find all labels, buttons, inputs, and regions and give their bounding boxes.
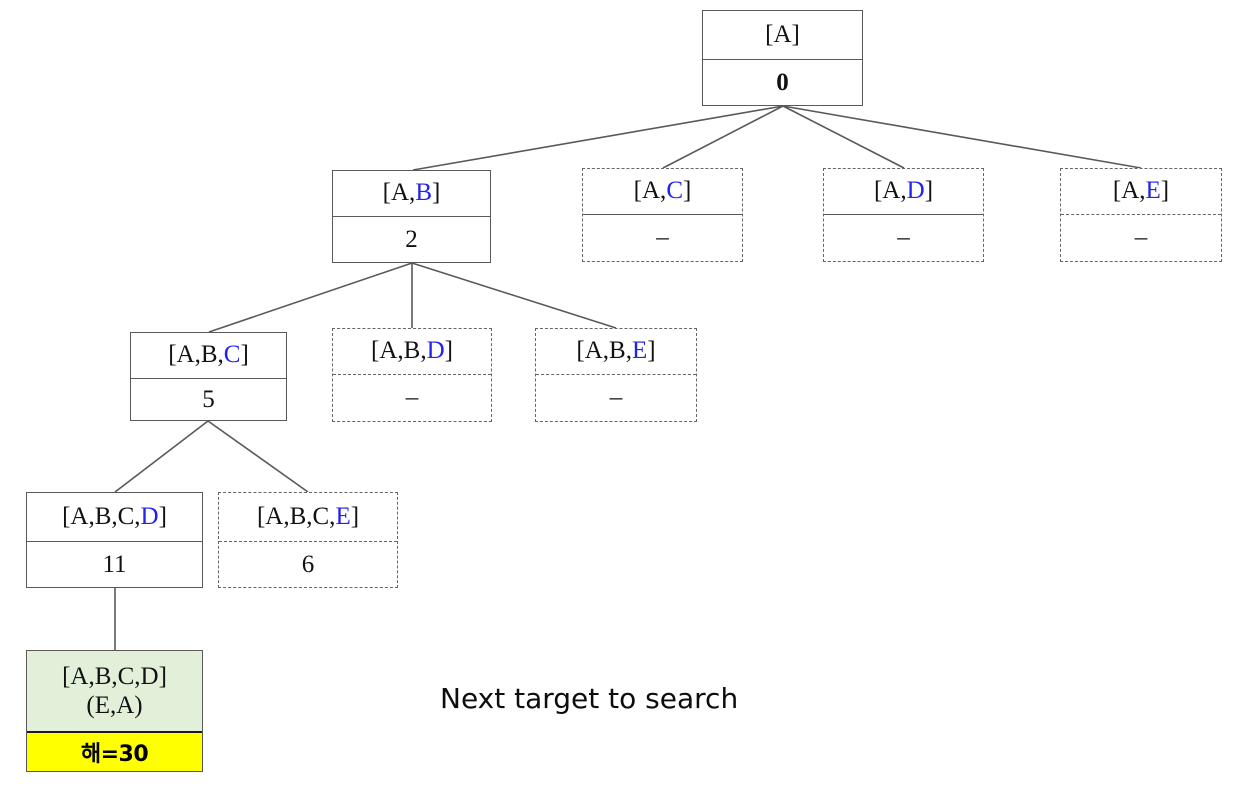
node-label-prefix: [A, bbox=[633, 177, 667, 205]
node-label-prefix: [A, bbox=[873, 177, 907, 205]
node-value-abcd: 11 bbox=[27, 541, 202, 587]
node-label-new-letter: C bbox=[666, 177, 683, 205]
node-label-root: [A] bbox=[703, 11, 862, 59]
tree-node-ad: [A,D]– bbox=[823, 168, 984, 262]
node-label-new-letter: D bbox=[906, 177, 925, 205]
node-label-new-letter: D bbox=[426, 337, 445, 365]
node-label-suffix: ] bbox=[791, 20, 800, 48]
tree-node-ab: [A,B]2 bbox=[332, 170, 491, 263]
solution-path: [A,B,C,D](E,A) bbox=[27, 651, 202, 731]
node-label-new-letter: B bbox=[415, 179, 432, 207]
node-label-ac: [A,C] bbox=[583, 169, 742, 214]
node-label-prefix: [A,B, bbox=[371, 337, 427, 365]
node-value-root: 0 bbox=[703, 59, 862, 105]
node-label-prefix: [A, bbox=[382, 179, 416, 207]
node-label-ab: [A,B] bbox=[333, 171, 490, 216]
node-label-suffix: ] bbox=[1160, 177, 1170, 205]
edge-root-to-ac bbox=[662, 105, 784, 169]
node-label-suffix: ] bbox=[240, 341, 249, 369]
solution-path-line-2: (E,A) bbox=[86, 692, 143, 719]
node-label-abcd: [A,B,C,D] bbox=[27, 493, 202, 541]
solution-path-line-1: [A,B,C,D] bbox=[62, 663, 167, 691]
tree-node-abe: [A,B,E]– bbox=[535, 328, 697, 422]
tree-node-ae: [A,E]– bbox=[1060, 168, 1222, 262]
edge-root-to-ae bbox=[782, 105, 1142, 169]
solution-value-badge: 해=30 bbox=[27, 731, 202, 771]
edge-abc-to-abce bbox=[207, 420, 309, 493]
node-label-abce: [A,B,C,E] bbox=[219, 493, 397, 541]
node-label-abc: [A,B,C] bbox=[131, 333, 286, 378]
tree-node-solution: [A,B,C,D](E,A)해=30 bbox=[26, 650, 203, 772]
edge-abc-to-abcd bbox=[114, 420, 209, 493]
tree-node-abd: [A,B,D]– bbox=[332, 328, 492, 422]
node-label-ad: [A,D] bbox=[824, 169, 983, 214]
node-value-abd: – bbox=[333, 374, 491, 421]
node-label-suffix: ] bbox=[350, 502, 360, 530]
edge-root-to-ab bbox=[412, 105, 784, 171]
node-value-abce: 6 bbox=[219, 541, 397, 587]
node-label-new-letter: C bbox=[223, 341, 241, 369]
node-label-prefix: [A,B, bbox=[576, 337, 632, 365]
node-label-prefix: [A, bbox=[1112, 177, 1146, 205]
node-label-new-letter: E bbox=[1145, 177, 1161, 205]
tree-node-abcd: [A,B,C,D]11 bbox=[26, 492, 203, 588]
node-value-ab: 2 bbox=[333, 216, 490, 262]
annotation-text: Next target to search in previous call bbox=[440, 598, 738, 794]
node-label-prefix: [A,B, bbox=[168, 341, 224, 369]
node-label-suffix: ] bbox=[924, 177, 934, 205]
node-value-ae: – bbox=[1061, 214, 1221, 261]
edge-ab-to-abe bbox=[411, 262, 617, 329]
tree-node-ac: [A,C]– bbox=[582, 168, 743, 262]
node-label-new-letter: E bbox=[335, 502, 351, 530]
node-label-prefix: [A,B,C, bbox=[62, 502, 141, 530]
node-label-prefix: [A bbox=[765, 20, 792, 48]
node-label-suffix: ] bbox=[158, 502, 167, 530]
node-label-new-letter: D bbox=[140, 502, 159, 530]
node-label-abe: [A,B,E] bbox=[536, 329, 696, 374]
edge-root-to-ad bbox=[782, 105, 905, 169]
tree-node-abce: [A,B,C,E]6 bbox=[218, 492, 398, 588]
node-label-suffix: ] bbox=[683, 177, 692, 205]
node-value-ac: – bbox=[583, 214, 742, 261]
node-label-prefix: [A,B,C, bbox=[256, 502, 336, 530]
node-value-abe: – bbox=[536, 374, 696, 421]
node-label-new-letter: E bbox=[631, 337, 648, 365]
node-label-suffix: ] bbox=[444, 337, 453, 365]
node-value-abc: 5 bbox=[131, 378, 286, 420]
node-label-ae: [A,E] bbox=[1061, 169, 1221, 214]
tree-node-root: [A]0 bbox=[702, 10, 863, 106]
node-value-ad: – bbox=[824, 214, 983, 261]
node-label-suffix: ] bbox=[647, 337, 656, 365]
edge-ab-to-abc bbox=[208, 262, 413, 333]
tree-node-abc: [A,B,C]5 bbox=[130, 332, 287, 421]
node-label-suffix: ] bbox=[432, 179, 441, 207]
annotation-line-1: Next target to search bbox=[440, 682, 739, 716]
node-label-abd: [A,B,D] bbox=[333, 329, 491, 374]
